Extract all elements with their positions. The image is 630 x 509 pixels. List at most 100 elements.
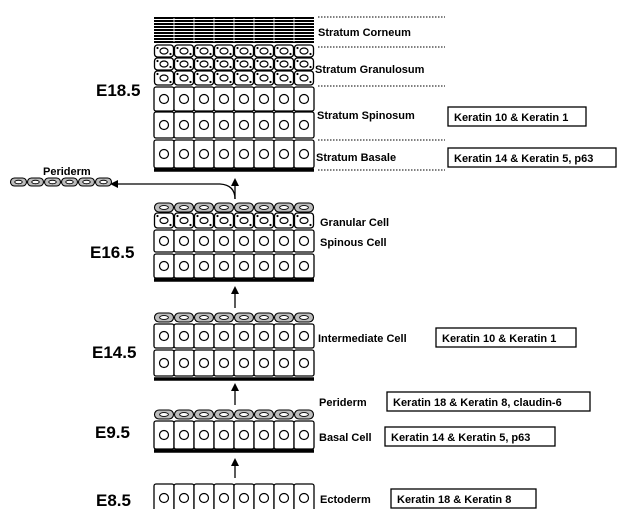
granular-cell-e16-5-nucleus <box>159 216 169 225</box>
basal-cell-e16-5-nucleus <box>218 260 230 272</box>
stratum-granulosum-row1-granule <box>176 46 179 50</box>
granular-cell-e16-5-granule <box>276 214 279 218</box>
layer-label-stratum-basale: Stratum Basale <box>316 152 396 164</box>
marker-box-basal <box>384 426 556 447</box>
basal-cell-e14-5-nucleus <box>278 357 290 369</box>
periderm-e16-5-nucleus <box>159 205 169 210</box>
stratum-granulosum-row3-nucleus <box>179 74 189 82</box>
ectoderm-cell-e8-5-nucleus <box>218 492 230 504</box>
periderm-shed-arrowhead <box>110 180 118 188</box>
stratum-granulosum-row3-granule <box>256 72 259 76</box>
spinous-cell-e16-5-nucleus <box>238 235 250 247</box>
granular-cell-e16-5-nucleus <box>259 216 269 225</box>
stratum-granulosum-row1-granule <box>216 46 219 50</box>
ectoderm-cell-e8-5-nucleus <box>238 492 250 504</box>
periderm-e16-5-nucleus <box>219 205 229 210</box>
stratum-basale-nucleus <box>218 148 230 160</box>
ectoderm-cell-e8-5-nucleus <box>278 492 290 504</box>
stratum-granulosum-row2-nucleus <box>279 60 289 68</box>
basal-cell-e14-5-nucleus <box>258 357 270 369</box>
stratum-spinosum-row2-nucleus <box>198 119 210 131</box>
ectoderm-cell-e8-5-nucleus <box>258 492 270 504</box>
stage-label-e16-5: E16.5 <box>90 243 134 262</box>
periderm-e14-5-nucleus <box>279 315 289 320</box>
granular-cell-e16-5-granule <box>256 214 259 218</box>
periderm-e9-5-nucleus <box>199 412 209 417</box>
stratum-granulosum-row2-nucleus <box>299 60 309 68</box>
stratum-granulosum-row1-granule <box>196 46 199 50</box>
ectoderm-cell-e8-5-nucleus <box>298 492 310 504</box>
stratum-granulosum-row2-nucleus <box>219 60 229 68</box>
stratum-granulosum-row1-nucleus <box>239 47 249 55</box>
stratum-granulosum-row1-granule <box>249 52 252 56</box>
basal-cell-e16-5-nucleus <box>258 260 270 272</box>
marker-box-ectoderm <box>390 488 537 509</box>
periderm-e14-5-nucleus <box>299 315 309 320</box>
stratum-granulosum-row1-granule <box>309 52 312 56</box>
stratum-granulosum-row2-granule <box>196 59 199 63</box>
layer-label-basal-cell: Basal Cell <box>319 432 372 444</box>
stratum-granulosum-row3-granule <box>169 80 172 84</box>
detached-periderm-nucleus <box>14 179 23 185</box>
arrowhead-e8-to-e9 <box>231 458 239 466</box>
stratum-granulosum-row3-granule <box>176 72 179 76</box>
stratum-granulosum-row1-granule <box>189 52 192 56</box>
stratum-granulosum-row1-granule <box>276 46 279 50</box>
arrowhead-e9-to-e14 <box>231 383 239 391</box>
intermediate-cell-e14-5-nucleus <box>278 330 290 342</box>
layer-label-stratum-granulosum: Stratum Granulosum <box>315 64 425 76</box>
spinous-cell-e16-5-nucleus <box>278 235 290 247</box>
granular-cell-e16-5-granule <box>269 223 272 227</box>
arrowhead-e16-to-e18 <box>231 178 239 186</box>
periderm-e9-5-nucleus <box>239 412 249 417</box>
granular-cell-e16-5-granule <box>309 223 312 227</box>
layer-label-intermediate-cell: Intermediate Cell <box>318 333 407 345</box>
intermediate-cell-e14-5-nucleus <box>198 330 210 342</box>
spinous-cell-e16-5-nucleus <box>258 235 270 247</box>
ectoderm-cell-e8-5-nucleus <box>198 492 210 504</box>
stratum-granulosum-row2-granule <box>189 65 192 69</box>
granular-cell-e16-5-nucleus <box>239 216 249 225</box>
basal-cell-e14-5-nucleus <box>298 357 310 369</box>
periderm-e9-5-nucleus <box>259 412 269 417</box>
stratum-granulosum-row2-granule <box>309 65 312 69</box>
arrowhead-e14-to-e16 <box>231 286 239 294</box>
spinous-cell-e16-5-nucleus <box>178 235 190 247</box>
stratum-granulosum-row1-nucleus <box>159 47 169 55</box>
marker-label-basale: Keratin 14 & Keratin 5, p63 <box>454 153 593 165</box>
stratum-granulosum-row1-nucleus <box>219 47 229 55</box>
layer-label-periderm: Periderm <box>319 397 367 409</box>
stratum-spinosum-row2-nucleus <box>158 119 170 131</box>
layer-label-stratum-corneum: Stratum Corneum <box>318 27 411 39</box>
marker-box-intermediate <box>435 327 577 348</box>
stratum-basale-nucleus <box>158 148 170 160</box>
basal-cell-e9-5-nucleus <box>218 429 230 441</box>
basal-cell-e14-5-nucleus <box>238 357 250 369</box>
stratum-spinosum-row2-nucleus <box>258 119 270 131</box>
stratum-spinosum-row1-nucleus <box>218 93 230 105</box>
periderm-shed-arrow <box>118 183 236 200</box>
basal-cell-e16-5-nucleus <box>278 260 290 272</box>
detached-periderm-nucleus <box>99 179 108 185</box>
periderm-e16-5-nucleus <box>259 205 269 210</box>
intermediate-cell-e14-5-nucleus <box>298 330 310 342</box>
stratum-granulosum-row1-nucleus <box>179 47 189 55</box>
periderm-e14-5-nucleus <box>199 315 209 320</box>
stratum-spinosum-row2-nucleus <box>238 119 250 131</box>
basal-cell-e16-5-nucleus <box>198 260 210 272</box>
granular-cell-e16-5-granule <box>216 214 219 218</box>
layer-divider-lines <box>318 16 445 171</box>
stratum-granulosum-row3-nucleus <box>159 74 169 82</box>
periderm-e9-5-nucleus <box>219 412 229 417</box>
detached-periderm-nucleus <box>48 179 57 185</box>
stratum-granulosum-row2-granule <box>169 65 172 69</box>
stratum-spinosum-row2-nucleus <box>298 119 310 131</box>
spinous-cell-e16-5-nucleus <box>158 235 170 247</box>
basal-cell-e9-5-nucleus <box>178 429 190 441</box>
spinous-cell-e16-5-nucleus <box>218 235 230 247</box>
granular-cell-e16-5-nucleus <box>179 216 189 225</box>
stratum-granulosum-row3-granule <box>289 80 292 84</box>
stratum-basale-nucleus <box>298 148 310 160</box>
periderm-e9-5-nucleus <box>179 412 189 417</box>
